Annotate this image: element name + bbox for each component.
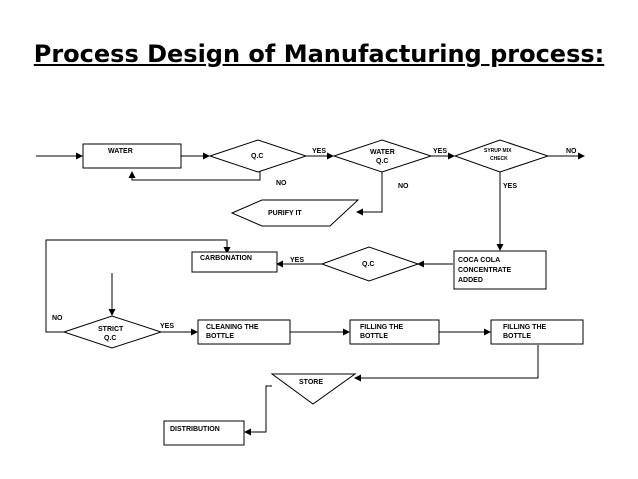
coca-text-3: ADDED xyxy=(458,277,483,284)
qc-diamond xyxy=(208,139,308,173)
distribution-text: DISTRIBUTION xyxy=(170,426,220,433)
water-qc-diamond xyxy=(332,139,433,173)
coca-text-2: CONCENTRATE xyxy=(458,267,511,274)
label-yes-3: YES xyxy=(503,183,517,190)
filling-box-2 xyxy=(490,319,584,345)
strict-text-1: STRICT xyxy=(98,326,124,333)
syrup-text-1: SYRUP MIX xyxy=(484,148,512,154)
purify-shape xyxy=(230,199,360,227)
store-text: STORE xyxy=(299,379,323,386)
label-no-3: NO xyxy=(566,148,577,155)
label-no-1: NO xyxy=(276,180,287,187)
distribution-box xyxy=(163,420,245,446)
filling2-text-1: FILLING THE xyxy=(503,324,546,331)
arrow-store-to-distribution xyxy=(244,385,272,436)
water-text: WATER xyxy=(108,148,133,155)
label-yes-5: YES xyxy=(160,323,174,330)
qc2-text: Q.C xyxy=(362,261,374,268)
filling1-text-1: FILLING THE xyxy=(360,324,403,331)
page-title: Process Design of Manufacturing process: xyxy=(33,40,605,68)
water-qc-text-2: Q.C xyxy=(376,158,388,165)
label-yes-4: YES xyxy=(290,257,304,264)
filling2-text-2: BOTTLE xyxy=(503,333,531,340)
qc2-diamond xyxy=(320,246,420,282)
cleaning-text-2: BOTTLE xyxy=(206,333,234,340)
filling-box-1 xyxy=(349,319,440,345)
syrup-text-2: CHECK xyxy=(490,156,508,162)
label-yes-2: YES xyxy=(433,148,447,155)
coca-text-1: COCA COLA xyxy=(458,257,500,264)
store-triangle xyxy=(270,373,357,405)
strict-text-2: Q.C xyxy=(104,335,116,342)
cleaning-box xyxy=(197,319,291,345)
water-box xyxy=(82,143,182,169)
arrow-strict-no-loop xyxy=(45,239,231,333)
qc-text: Q.C xyxy=(251,153,263,160)
label-no-4: NO xyxy=(52,315,63,322)
coca-cola-box xyxy=(453,250,547,290)
purify-text: PURIFY IT xyxy=(268,210,302,217)
arrow-water-qc-no-purify xyxy=(356,172,383,216)
label-no-2: NO xyxy=(398,183,409,190)
label-yes-1: YES xyxy=(312,148,326,155)
syrup-mix-diamond xyxy=(453,139,550,173)
water-qc-text-1: WATER xyxy=(370,149,395,156)
carbonation-text: CARBONATION xyxy=(200,255,252,262)
cleaning-text-1: CLEANING THE xyxy=(206,324,259,331)
strict-qc-diamond xyxy=(62,315,163,349)
arrow-filling2-to-store xyxy=(354,345,539,382)
filling1-text-2: BOTTLE xyxy=(360,333,388,340)
arrow-qc-no-loop xyxy=(128,170,261,181)
carbonation-box xyxy=(191,251,278,273)
